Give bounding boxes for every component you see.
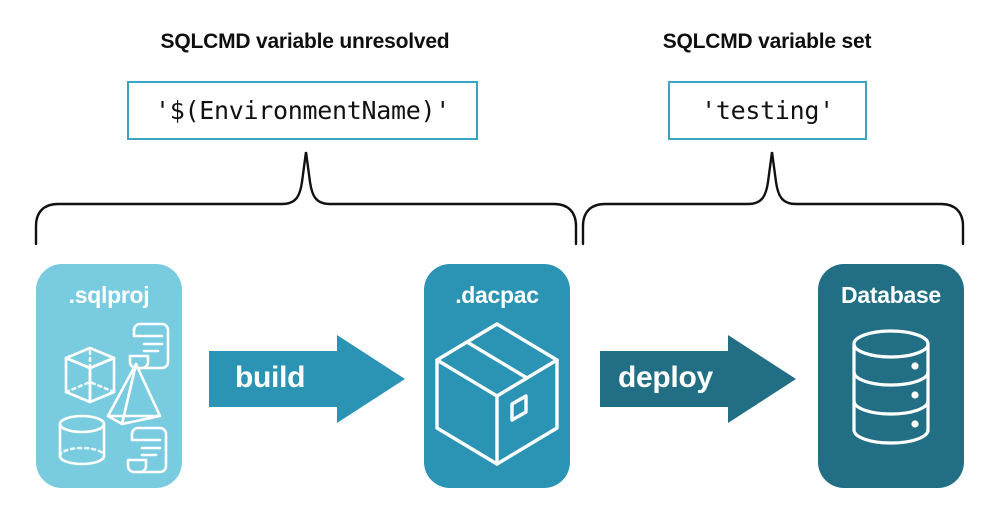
package-box-icon [424, 316, 570, 481]
shapes-and-scripts-icon [36, 320, 182, 485]
stage-card-database: Database [818, 264, 964, 488]
right-block-arrow-icon [209, 335, 405, 423]
arrow-build: build [209, 335, 405, 428]
stage-card-sqlproj-label: .sqlproj [68, 282, 150, 308]
brace-left [34, 151, 578, 246]
arrow-build-label: build [235, 361, 306, 394]
stage-card-dacpac-label: .dacpac [455, 282, 539, 308]
sqlcmd-value-left: '$(EnvironmentName)' [154, 96, 451, 125]
sqlcmd-value-box-left: '$(EnvironmentName)' [127, 81, 478, 140]
stage-card-database-label: Database [841, 282, 941, 308]
right-block-arrow-icon [600, 335, 796, 423]
group-title-right: SQLCMD variable set [662, 30, 872, 53]
sqlcmd-value-right: 'testing' [701, 96, 834, 125]
database-cylinder-icon [818, 322, 964, 487]
sqlcmd-value-box-right: 'testing' [668, 81, 867, 140]
arrow-deploy: deploy [600, 335, 796, 428]
stage-card-sqlproj: .sqlproj [36, 264, 182, 488]
group-title-left: SQLCMD variable unresolved [160, 30, 450, 53]
brace-right [581, 151, 965, 246]
stage-card-dacpac: .dacpac [424, 264, 570, 488]
arrow-deploy-label: deploy [618, 361, 713, 394]
